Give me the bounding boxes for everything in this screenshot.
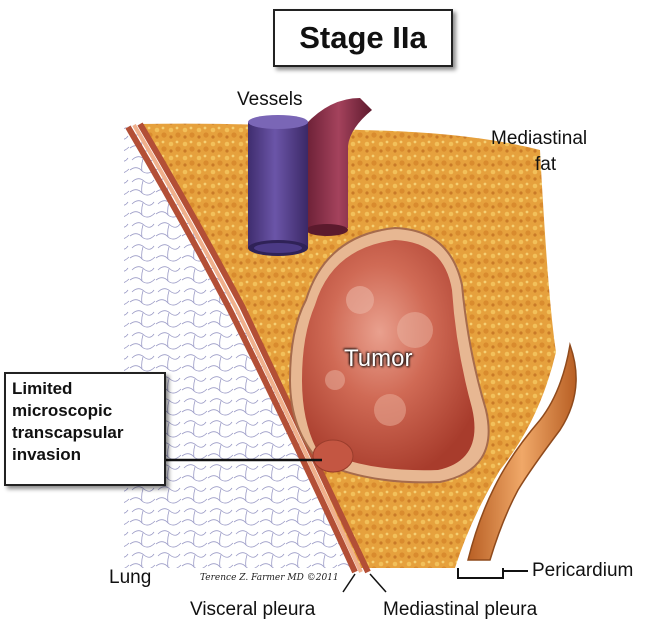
callout-line-4: invasion — [12, 444, 158, 466]
callout-line-1: Limited — [12, 378, 158, 400]
callout-line-2: microscopic — [12, 400, 158, 422]
vessels-label: Vessels — [237, 89, 302, 111]
invasion-callout-box: Limited microscopic transcapsular invasi… — [4, 372, 166, 486]
visceral-pleura-leader-line — [343, 574, 355, 592]
mediastinal-pleura-leader-line — [370, 574, 386, 592]
mediastinal-fat-label-line2: fat — [535, 154, 556, 176]
title-box: Stage IIa — [273, 9, 453, 67]
vein-vessel — [248, 122, 308, 254]
visceral-pleura-label: Visceral pleura — [190, 599, 315, 621]
callout-line-3: transcapsular — [12, 422, 158, 444]
mediastinal-fat-label-line1: Mediastinal — [491, 128, 587, 150]
diagram-title: Stage IIa — [299, 20, 427, 56]
pericardium-bracket — [458, 568, 528, 578]
mediastinal-pleura-label: Mediastinal pleura — [383, 599, 537, 621]
transcapsular-invasion — [313, 440, 353, 472]
tumor-label: Tumor — [344, 345, 412, 373]
lung-label: Lung — [109, 567, 151, 589]
artist-signature: Terence Z. Farmer MD ©2011 — [200, 573, 339, 583]
pericardium-label: Pericardium — [532, 560, 633, 582]
